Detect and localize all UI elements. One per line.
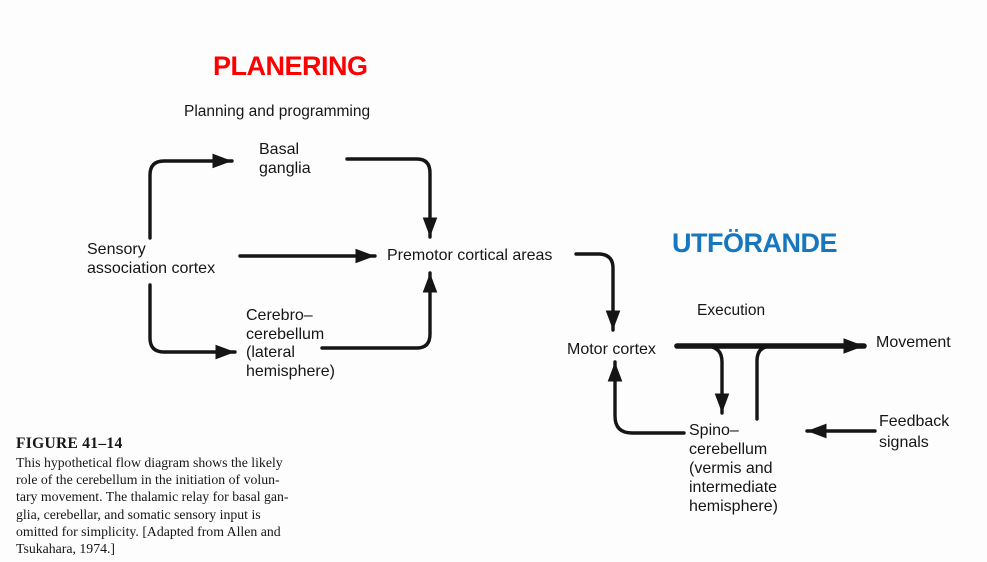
- node-basal-ganglia: Basal ganglia: [259, 141, 311, 177]
- figure-caption: FIGURE 41–14 This hypothetical flow diag…: [16, 434, 346, 557]
- execution-section-heading: UTFÖRANDE: [672, 228, 838, 258]
- node-feedback-signals: Feedback signals: [879, 413, 950, 451]
- node-cerebro-cerebellum: Cerebro– cerebellum (lateral hemisphere): [246, 307, 335, 380]
- arrow-sensory-to-basal-ganglia: [148, 153, 234, 240]
- node-spino-cerebellum: Spino– cerebellum (vermis and intermedia…: [689, 422, 778, 515]
- node-sensory-association-cortex: Sensory association cortex: [87, 241, 216, 277]
- planning-subtitle: Planning and programming: [184, 103, 371, 120]
- figure-caption-label: FIGURE 41–14: [16, 435, 123, 452]
- node-motor-cortex: Motor cortex: [567, 341, 656, 358]
- arrow-basal-ganglia-to-premotor: [345, 157, 438, 239]
- figure-caption-text: This hypothetical flow diagram shows the…: [16, 455, 289, 557]
- arrow-cerebrocerebellum-to-premotor: [320, 271, 438, 350]
- planning-section-heading: PLANERING: [213, 51, 368, 81]
- node-movement: Movement: [876, 334, 951, 351]
- arrow-sensory-to-cerebrocerebellum: [148, 283, 237, 360]
- execution-subtitle: Execution: [697, 302, 766, 319]
- arrow-premotor-to-motor-cortex: [574, 252, 621, 332]
- line-spinocerebellum-to-movement-path: [755, 344, 774, 421]
- node-premotor-cortical-areas: Premotor cortical areas: [387, 247, 553, 264]
- arrow-branch-to-spinocerebellum: [705, 344, 730, 415]
- arrow-spinocerebellum-to-motor-cortex: [607, 360, 686, 435]
